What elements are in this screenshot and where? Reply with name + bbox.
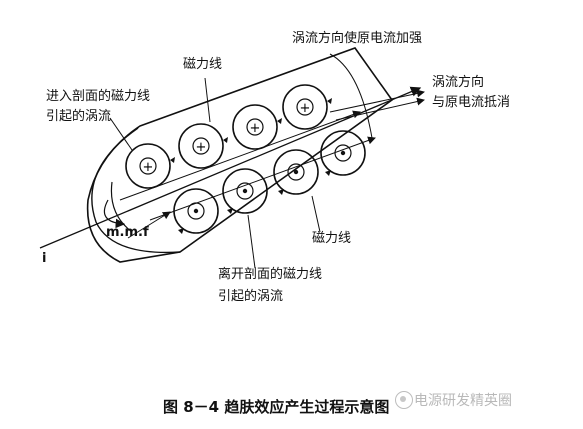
eddy-circle-icon — [173, 188, 219, 234]
eddy-cancel-label-1: 涡流方向 — [432, 75, 485, 90]
watermark-logo-icon — [395, 391, 413, 409]
svg-text:+: + — [196, 140, 207, 155]
eddy-enhance-label: 涡流方向使原电流加强 — [292, 31, 423, 46]
svg-text:+: + — [250, 121, 261, 136]
eddy-circle-icon — [178, 123, 224, 169]
mmf-curl-icon — [103, 199, 126, 229]
flux-bottom-label: 磁力线 — [312, 231, 352, 246]
eddy-row-top: + + + + — [125, 84, 328, 189]
flux-top-label: 磁力线 — [183, 57, 223, 72]
figure-caption: 图 8－4 趋肤效应产生过程示意图 — [163, 398, 390, 416]
eddy-circle-icon — [222, 168, 268, 214]
watermark: 电源研发精英圈 — [414, 393, 512, 409]
eddy-cancel-label-2: 与原电流抵消 — [432, 95, 511, 110]
enter-label-1: 进入剖面的磁力线 — [46, 89, 151, 104]
enter-label-2: 引起的涡流 — [46, 109, 112, 124]
conductor-end-face — [91, 127, 181, 254]
eddy-circle-icon — [125, 143, 171, 189]
leave-label-1: 离开剖面的磁力线 — [218, 267, 323, 282]
eddy-row-bottom — [173, 130, 366, 234]
mmf-label: m.m.f — [106, 225, 149, 240]
current-label: i — [42, 251, 47, 266]
svg-text:+: + — [300, 101, 311, 116]
eddy-circle-icon — [273, 149, 319, 195]
leave-label-2: 引起的涡流 — [218, 289, 284, 304]
svg-text:+: + — [143, 160, 154, 175]
eddy-circle-icon — [232, 104, 278, 150]
eddy-circle-icon — [320, 130, 366, 176]
eddy-circle-icon — [282, 84, 328, 130]
